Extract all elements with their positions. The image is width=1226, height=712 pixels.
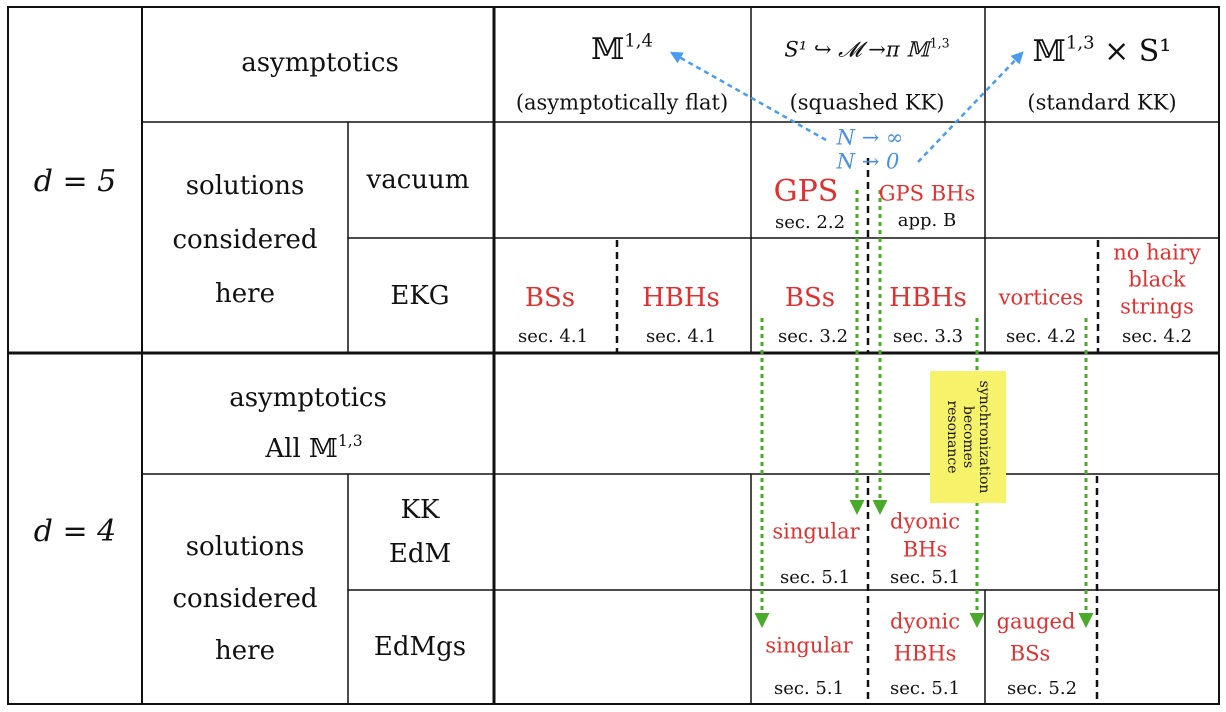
solutions-d4-line3: here — [215, 636, 275, 666]
solutions-d5-line1: solutions — [185, 171, 305, 201]
solutions-d4-line2: considered — [172, 584, 318, 614]
squashed-symbol: S¹ ↪ 𝓜 →π 𝕄1,3 — [784, 35, 950, 62]
solutions-d5-line2: considered — [172, 225, 318, 255]
cell-bss-flat-sec: sec. 4.1 — [517, 326, 589, 347]
row-label-d5: d = 5 — [33, 164, 117, 199]
cell-gauged-sec: sec. 5.2 — [1006, 678, 1078, 699]
cell-bss-squashed: BSs — [784, 283, 836, 313]
asymptotics-d4-line2: All 𝕄1,3 — [265, 432, 363, 464]
cell-gauged-line1: gauged — [996, 609, 1076, 634]
cell-singular-kk-sec: sec. 5.1 — [779, 567, 851, 588]
cell-vortices-sec: sec. 4.2 — [1005, 326, 1077, 347]
flat-caption: (asymptotically flat) — [515, 90, 729, 115]
cell-bss-squashed-sec: sec. 3.2 — [777, 326, 849, 347]
standard-caption: (standard KK) — [1027, 90, 1177, 115]
highlight-note — [930, 371, 1006, 503]
cell-no-hairy-line2: black — [1128, 267, 1186, 292]
asymptotics-header: asymptotics — [241, 48, 399, 78]
solutions-d4-line1: solutions — [185, 532, 305, 562]
limit-n-infinity: N → ∞ — [836, 125, 904, 150]
cell-hbhs-squashed-sec: sec. 3.3 — [892, 326, 964, 347]
cell-dyonic-bhs-line1: dyonic — [890, 509, 960, 534]
cell-singular-gs-sec: sec. 5.1 — [773, 678, 845, 699]
cell-singular-kk: singular — [772, 519, 860, 544]
theory-edmgs: EdMgs — [373, 632, 467, 662]
cell-no-hairy-sec: sec. 4.2 — [1121, 326, 1193, 347]
cell-dyonic-hbhs-line2: HBHs — [893, 641, 957, 666]
theory-vacuum: vacuum — [366, 165, 470, 195]
cell-singular-gs: singular — [765, 633, 853, 658]
cell-dyonic-hbhs-line1: dyonic — [890, 609, 960, 634]
standard-symbol: 𝕄1,3 × S¹ — [1032, 32, 1172, 69]
cell-hbhs-flat: HBHs — [642, 283, 720, 313]
asymptotics-d4-line1: asymptotics — [229, 383, 387, 413]
flat-symbol: 𝕄1,4 — [591, 30, 653, 67]
squashed-caption: (squashed KK) — [789, 90, 945, 115]
cell-gauged-line2: BSs — [1009, 641, 1051, 666]
cell-dyonic-bhs-sec: sec. 5.1 — [889, 567, 961, 588]
theory-ekg: EKG — [390, 281, 450, 311]
cell-bss-flat: BSs — [524, 283, 576, 313]
note-text: synchronization becomes resonance — [943, 380, 993, 494]
cell-hbhs-squashed: HBHs — [889, 283, 967, 313]
theory-kk: KK — [400, 495, 440, 525]
cell-hbhs-flat-sec: sec. 4.1 — [645, 326, 717, 347]
cell-gps-bhs: GPS BHs — [878, 181, 976, 206]
cell-gps: GPS — [773, 174, 839, 209]
cell-dyonic-bhs-line2: BHs — [902, 537, 948, 562]
solutions-d5-line3: here — [215, 279, 275, 309]
cell-gps-bhs-sec: app. B — [897, 210, 957, 231]
cell-dyonic-hbhs-sec: sec. 5.1 — [889, 678, 961, 699]
limit-n-zero: N → 0 — [836, 149, 900, 174]
theory-edm: EdM — [388, 539, 452, 569]
cell-vortices: vortices — [998, 285, 1084, 310]
cell-gps-sec: sec. 2.2 — [774, 212, 846, 233]
cell-no-hairy-line3: strings — [1120, 294, 1194, 319]
row-label-d4: d = 4 — [33, 514, 117, 549]
cell-no-hairy-line1: no hairy — [1113, 240, 1201, 265]
